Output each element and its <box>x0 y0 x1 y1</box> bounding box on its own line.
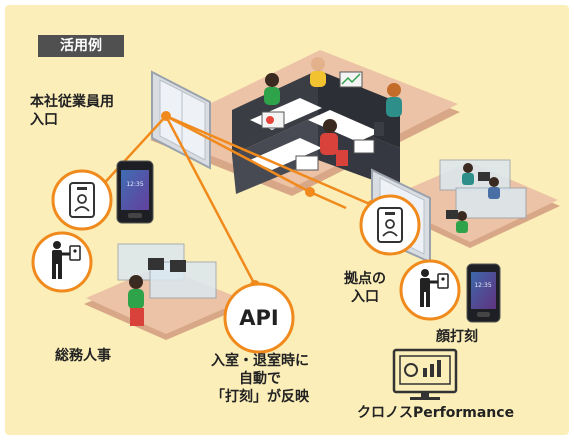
person-stamp-icon <box>31 231 93 293</box>
section-tag: 活用例 <box>38 35 124 57</box>
branch-office <box>380 159 560 248</box>
product-label: クロノスPerformance <box>357 405 515 421</box>
branch-entrance-label: 拠点の 入口 <box>325 270 405 306</box>
face-terminal-device: 12:35 <box>116 160 154 224</box>
branch-face-terminal-device: 12:35 <box>466 263 501 323</box>
api-note-line3: 「打刻」が反映 <box>211 389 309 405</box>
hq-door <box>151 70 211 170</box>
hq-entrance-label: 本社従業員用 入口 <box>30 93 114 129</box>
hq-entrance-label-line2: 入口 <box>30 112 58 128</box>
face-stamp-label: 顔打刻 <box>436 329 478 345</box>
general-affairs-office <box>84 243 246 340</box>
headquarters-office <box>150 50 460 196</box>
api-label: API <box>239 306 279 330</box>
id-card-icon <box>51 169 113 231</box>
api-note-line1: 入室・退室時に <box>211 353 309 369</box>
svg-text:12:35: 12:35 <box>474 282 491 289</box>
branch-id-card-icon <box>359 194 421 256</box>
api-note: 入室・退室時に 自動で 「打刻」が反映 <box>190 352 330 406</box>
api-note-line2: 自動で <box>239 371 281 387</box>
branch-person-stamp-icon <box>399 259 461 321</box>
api-circle <box>223 282 295 354</box>
branch-entrance-label-line2: 入口 <box>351 289 379 305</box>
hq-entrance-label-line1: 本社従業員用 <box>30 94 114 110</box>
general-affairs-label: 総務人事 <box>55 348 111 364</box>
branch-entrance-label-line1: 拠点の <box>344 271 386 287</box>
monitor-icon <box>392 348 458 400</box>
svg-text:12:35: 12:35 <box>126 181 143 188</box>
connection-lines <box>97 114 373 286</box>
